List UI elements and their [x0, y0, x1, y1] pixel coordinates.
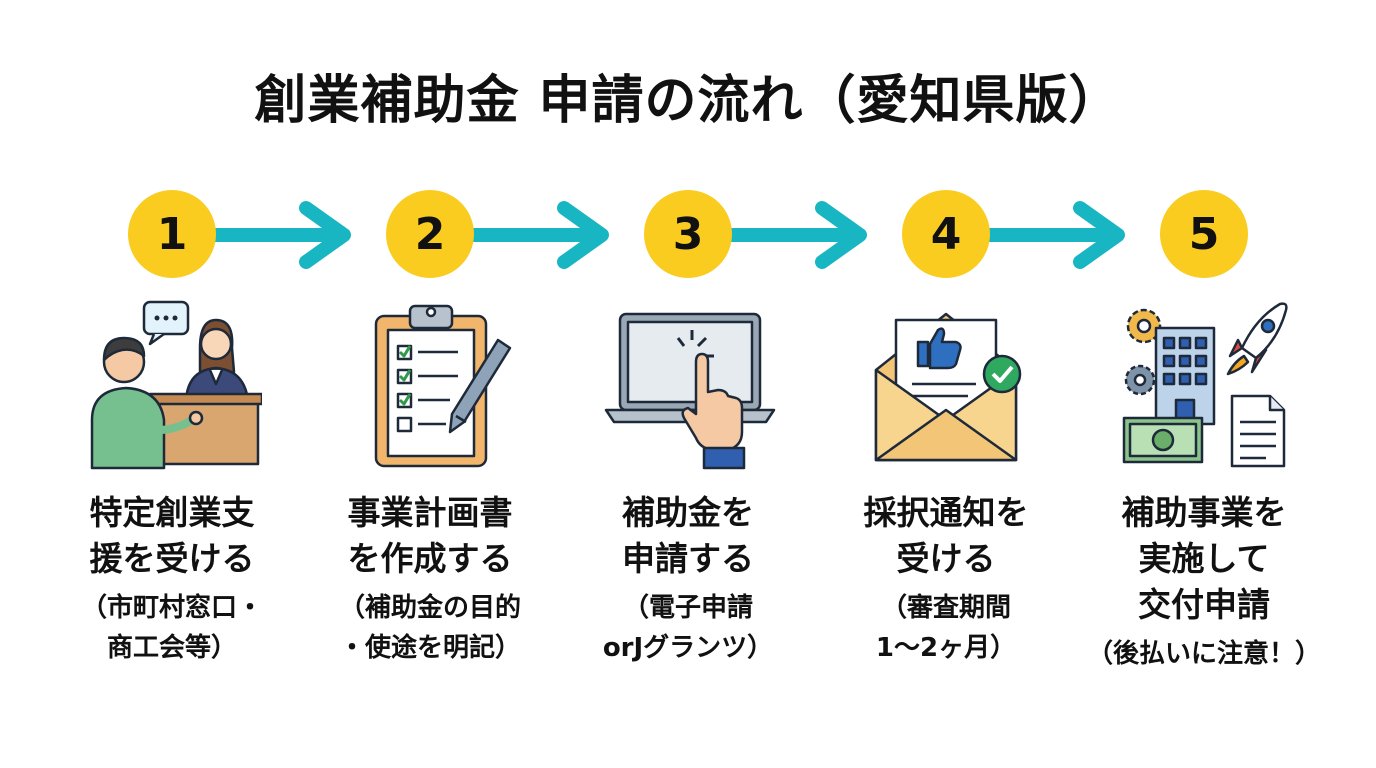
note-line: （補助金の目的: [338, 593, 521, 623]
label-line: 補助事業を: [1121, 493, 1287, 532]
step-2-label: 事業計画書 を作成する: [305, 490, 555, 582]
approval-envelope-icon: [874, 312, 1022, 462]
label-line: 交付申請: [1138, 585, 1270, 624]
label-line: 申請する: [622, 539, 754, 578]
note-line: （審査期間: [880, 593, 1011, 623]
step-3-note: （電子申請 orJグランツ）: [553, 588, 823, 668]
label-line: 採択通知を: [863, 493, 1029, 532]
step-5-note: （後払いに注意！）: [1069, 634, 1339, 674]
page-title: 創業補助金 申請の流れ（愛知県版）: [254, 71, 1122, 131]
label-line: 実施して: [1138, 539, 1270, 578]
note-line: （電子申請: [622, 593, 753, 623]
label-line: 補助金を: [622, 493, 754, 532]
step-3-label: 補助金を 申請する: [563, 490, 813, 582]
note-line: ・使途を明記）: [338, 633, 521, 663]
step-number-4: 4: [902, 190, 990, 278]
label-line: 事業計画書: [347, 493, 513, 532]
step-number-3: 3: [644, 190, 732, 278]
clipboard-checklist-icon: [374, 304, 512, 468]
arrow-right-icon: [466, 201, 609, 269]
label-line: 受ける: [896, 539, 996, 578]
step-1-note: （市町村窓口・ 商工会等）: [37, 588, 307, 668]
step-4-note: （審査期間 1〜2ヶ月）: [811, 588, 1081, 668]
step-5-label: 補助事業を 実施して 交付申請: [1079, 490, 1329, 628]
step-number-1: 1: [128, 190, 216, 278]
label-line: 援を受ける: [89, 539, 255, 578]
step-1-label: 特定創業支 援を受ける: [47, 490, 297, 582]
label-line: 特定創業支: [89, 493, 255, 532]
arrow-right-icon: [208, 201, 351, 269]
arrow-right-icon: [724, 201, 867, 269]
step-number-5: 5: [1160, 190, 1248, 278]
note-line: orJグランツ）: [602, 633, 774, 663]
note-line: （市町村窓口・: [80, 593, 263, 623]
step-4-label: 採択通知を 受ける: [821, 490, 1071, 582]
arrow-right-icon: [982, 201, 1125, 269]
business-launch-icon: [1122, 302, 1288, 468]
note-line: 商工会等）: [106, 633, 237, 663]
laptop-click-icon: [604, 312, 776, 470]
label-line: を作成する: [347, 539, 513, 578]
step-number-2: 2: [386, 190, 474, 278]
step-2-note: （補助金の目的 ・使途を明記）: [295, 588, 565, 668]
note-line: （後払いに注意！）: [1086, 639, 1321, 669]
consultation-icon: [90, 300, 262, 470]
note-line: 1〜2ヶ月）: [875, 633, 1017, 663]
